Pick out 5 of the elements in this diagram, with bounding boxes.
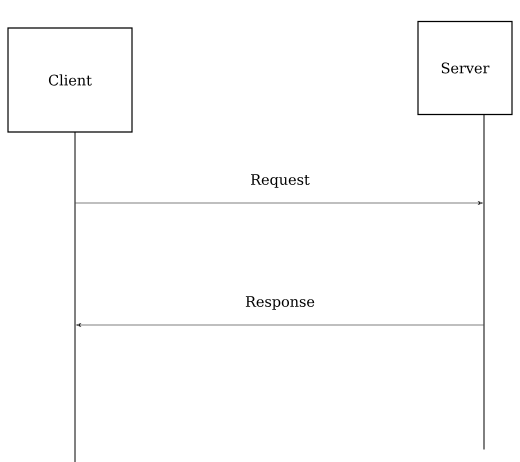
participant-box: Client bbox=[7, 27, 133, 133]
participant-box: Server bbox=[417, 20, 513, 116]
lifeline bbox=[74, 132, 76, 462]
message-label: Response bbox=[246, 296, 314, 310]
message-label: Request bbox=[251, 174, 310, 188]
